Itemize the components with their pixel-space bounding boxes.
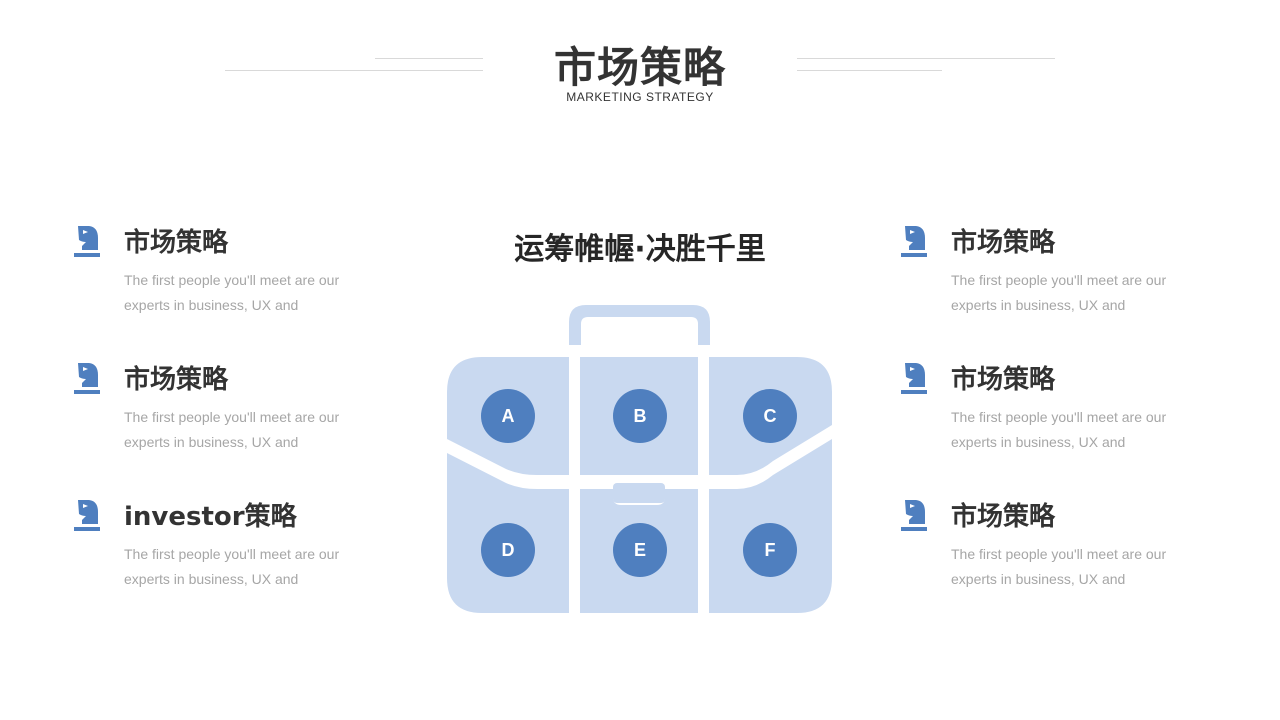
left-item-desc: The first people you'll meet are our exp… [124, 409, 340, 450]
right-item-desc: The first people you'll meet are our exp… [951, 272, 1167, 313]
right-item-desc: The first people you'll meet are our exp… [951, 546, 1167, 587]
chess-knight-icon [74, 500, 100, 531]
briefcase-label-a: A [501, 406, 515, 426]
briefcase-label-b: B [633, 406, 647, 426]
briefcase-label-c: C [763, 406, 777, 426]
page-title: 市场策略 [553, 43, 726, 92]
briefcase-label-d: D [501, 540, 515, 560]
header-line-left-top [375, 58, 483, 59]
left-item-title: 市场策略 [124, 365, 229, 395]
right-item-title: 市场策略 [951, 228, 1056, 258]
left-item-desc: The first people you'll meet are our exp… [124, 272, 340, 313]
header-line-right-top [797, 58, 1055, 59]
right-item-desc: The first people you'll meet are our exp… [951, 409, 1167, 450]
right-item-title: 市场策略 [951, 502, 1056, 532]
slogan: 运筹帷幄·决胜千里 [514, 232, 766, 267]
left-item-title: investor策略 [124, 502, 297, 532]
header-line-right-bottom [797, 70, 942, 71]
chess-knight-icon [901, 226, 927, 257]
left-item-title: 市场策略 [124, 228, 229, 258]
chess-knight-icon [74, 226, 100, 257]
chess-knight-icon [74, 363, 100, 394]
chess-knight-icon [901, 363, 927, 394]
left-item-desc: The first people you'll meet are our exp… [124, 546, 340, 587]
briefcase-label-f: F [764, 540, 776, 560]
right-item-title: 市场策略 [951, 365, 1056, 395]
briefcase-icon [447, 305, 832, 613]
chess-knight-icon [901, 500, 927, 531]
briefcase-label-e: E [633, 540, 646, 560]
page-subtitle: MARKETING STRATEGY [566, 90, 714, 104]
header-line-left-bottom [225, 70, 483, 71]
